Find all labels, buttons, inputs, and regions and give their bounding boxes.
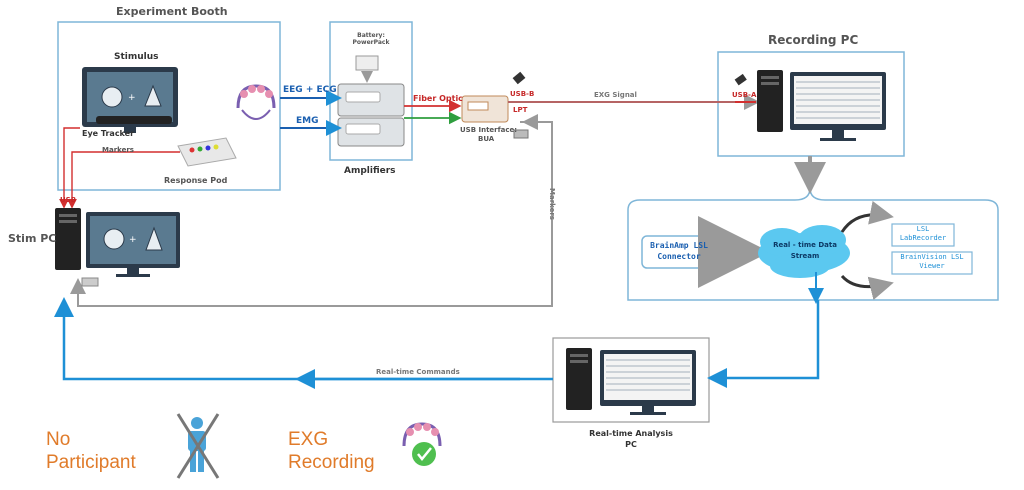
analysis-pc-title: Real-time Analysis PC [586,428,676,450]
lpt-label: LPT [513,106,528,114]
usb-interface-label: USB Interface: [460,126,518,134]
legend-exg-recording-line1: EXG [288,429,329,450]
fiber-optic-label: Fiber Optic [413,94,463,103]
legend-exg-recording: EXG Recording [288,428,375,474]
usb-b-label: USB-B [510,90,535,98]
brainamp-connector-label: BrainAmp LSL Connector [650,241,708,261]
experiment-booth-title: Experiment Booth [116,5,228,18]
analysis-pc-title-line2: PC [625,440,637,449]
brainvision-viewer-label: BrainVision LSL Viewer [900,253,964,270]
eeg-cap-icon [236,84,276,120]
checkmark-icon [412,442,436,466]
brainvision-viewer-box [891,251,973,275]
response-pod-icon [177,137,237,167]
recording-pc-title: Recording PC [768,33,859,47]
eye-tracker-icon [96,116,172,124]
legend-no-participant-line1: No [46,429,71,450]
markers-vertical-label: Markers [548,188,556,220]
stim-pc-title: Stim PC [8,232,57,245]
usb-a-plug-icon [734,73,747,86]
legend-no-participant: No Participant [46,428,136,474]
svg-text:+: + [128,93,136,103]
analysis-pc-tower-icon [566,348,592,410]
exg-signal-label: EXG Signal [594,91,637,99]
svg-text:+: + [129,235,137,245]
response-pod-label: Response Pod [164,176,228,185]
lpt-plug-icon [513,129,529,139]
lsl-labrecorder-label: LSL LabRecorder [899,225,947,242]
stimulus-label: Stimulus [114,52,159,62]
battery-label: Battery: PowerPack [352,32,390,46]
experiment-booth-box [57,21,281,191]
legend-no-participant-line2: Participant [46,452,136,473]
eeg-ecg-label: EEG + ECG [283,85,337,95]
usb-stim-label: USB [60,196,77,204]
realtime-stream-label: Real - time Data Stream [773,241,837,260]
exg-recording-icon [402,422,442,466]
usb-a-label: USB-A [732,91,757,99]
realtime-commands-label: Real-time Commands [376,368,460,376]
crossed-person-icon [176,413,220,479]
bua-label: BUA [478,135,495,143]
emg-label: EMG [296,116,319,126]
cloud-icon [758,225,850,278]
stim-pc-monitor-icon: + [86,212,180,277]
analysis-pc-monitor-icon [600,350,696,415]
eye-tracker-label: Eye Tracker [82,129,135,138]
amplifiers-label: Amplifiers [344,166,396,176]
usb-plug-icon [512,71,526,85]
recording-pc-tower-icon [757,70,783,132]
stim-pc-tower-icon [55,208,81,270]
analysis-pc-title-line1: Real-time Analysis [589,429,673,438]
markers-booth-label: Markers [102,146,134,154]
recording-pc-monitor-icon [790,72,886,141]
lsl-labrecorder-box [891,223,955,247]
legend-exg-recording-line2: Recording [288,452,375,473]
stim-lpt-plug-icon [81,277,99,287]
battery-icon [355,55,379,71]
